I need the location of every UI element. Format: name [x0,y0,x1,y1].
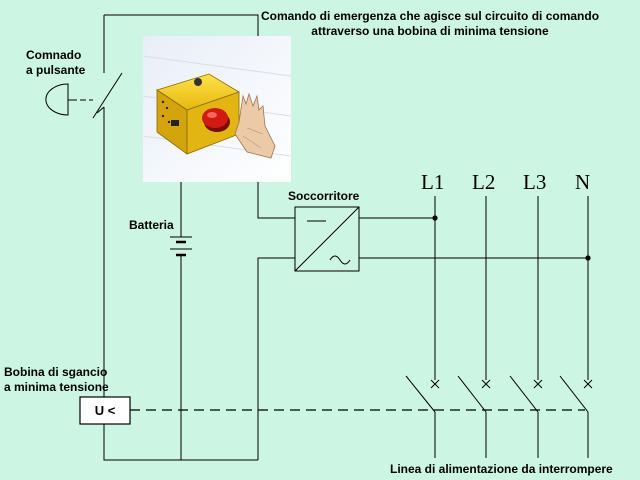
push-button-label-line-2: a pulsante [26,63,86,77]
diagram-title: Comando di emergenza che agisce sul circ… [250,9,610,39]
breaker-contact-n [559,375,593,413]
title-line-2: attraverso una bobina di minima tensione [311,24,549,38]
push-button-label-line-1: Comnado [26,48,82,62]
trip-coil-label-line-2: a minima tensione [4,380,109,394]
control-wire-photo-right [257,182,295,219]
junction-dot-l1 [432,215,438,221]
battery-symbol [170,236,192,257]
phase-label-l1: L1 [421,170,445,194]
breaker-contact-l3 [509,375,543,413]
inverter-symbol [294,206,360,272]
control-wire-left [103,15,258,461]
push-button-symbol [45,72,123,119]
control-wire-lower [257,257,295,460]
emergency-button-photo [143,36,291,182]
breaker-contact-l1 [405,375,440,413]
coil-symbol-text: U < [94,403,116,418]
phase-label-l3: L3 [523,170,547,194]
phase-label-n: N [575,170,591,194]
breaker-contact-l2 [457,375,491,413]
trip-coil-label-line-1: Bobina di sgancio [4,365,108,379]
trip-coil-label: Bobina di sgancio a minima tensione [4,365,109,395]
push-button-label: Comnado a pulsante [26,48,85,78]
rescuer-label: Soccorritore [288,189,360,203]
emergency-stop-icon [143,36,291,182]
battery-label: Batteria [129,218,174,232]
title-line-1: Comando di emergenza che agisce sul circ… [260,9,600,23]
control-wire-top [104,14,259,36]
supply-line-label: Linea di alimentazione da interrompere [390,462,613,476]
phase-label-l2: L2 [472,170,496,194]
junction-dot-n [585,255,591,261]
